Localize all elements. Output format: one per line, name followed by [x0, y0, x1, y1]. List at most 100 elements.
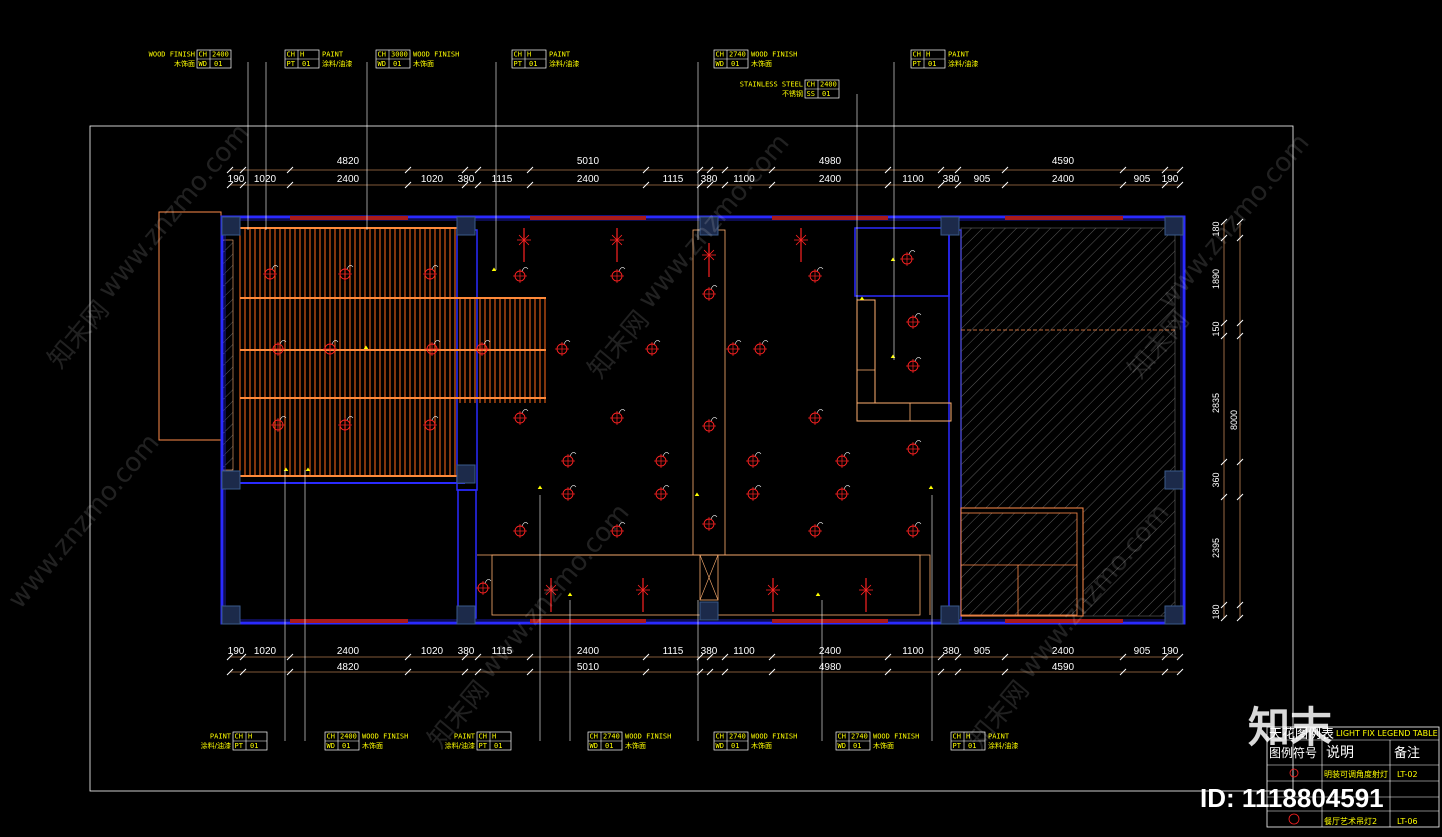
tag-text: WD: [327, 742, 335, 750]
tag-label: WOOD FINISH: [625, 733, 671, 741]
dim-tick: [1161, 653, 1169, 661]
tag-text: WD: [716, 742, 724, 750]
tag-label: WOOD FINISH: [149, 51, 195, 59]
dim-tick: [461, 166, 469, 174]
structural-column: [221, 216, 241, 236]
downlight-icon: [561, 452, 577, 468]
tag-label: WOOD FINISH: [362, 733, 408, 741]
dim-tick: [461, 181, 469, 189]
tag-text: 01: [968, 742, 976, 750]
dim-tick: [1220, 614, 1228, 622]
dims-top-total: 4820 5010 4980 4590: [337, 156, 1075, 167]
downlight-icon: [513, 522, 529, 538]
dim-text: 2400: [819, 174, 842, 185]
tag-text: PT: [514, 60, 523, 68]
dim-tick: [1119, 181, 1127, 189]
dim-text: 1020: [254, 646, 277, 657]
dim-tick: [1161, 181, 1169, 189]
dim-text: 4820: [337, 662, 360, 673]
dim-tick: [706, 166, 714, 174]
legend-note: LT-06: [1397, 817, 1418, 826]
dim-text: 1115: [663, 646, 684, 657]
tag-text: H: [926, 51, 930, 59]
dims-bottom-total: 4820 5010 4980 4590: [337, 662, 1075, 673]
dim-text: 380: [943, 174, 960, 185]
marker-icon: [859, 296, 865, 301]
structural-column: [699, 601, 719, 621]
tag-label-cn: 涂料/油漆: [201, 741, 231, 750]
dim-tick: [474, 668, 482, 676]
pendant-light-icon: [859, 578, 873, 612]
downlight-icon: [561, 485, 577, 501]
downlight-icon: [323, 340, 339, 356]
tag-label: WOOD FINISH: [873, 733, 919, 741]
dim-tick: [239, 653, 247, 661]
tag-text: 2740: [729, 51, 746, 59]
dim-text: 2400: [1052, 174, 1075, 185]
tag-text: 01: [853, 742, 861, 750]
dim-tick: [1236, 493, 1244, 501]
pendant-light-icon: [766, 578, 780, 612]
balcony-outline: [158, 211, 222, 441]
dim-tick: [1176, 653, 1184, 661]
marker-icon: [363, 345, 369, 350]
dim-tick: [226, 653, 234, 661]
dim-tick: [642, 166, 650, 174]
dim-text: 180: [1211, 604, 1221, 619]
tag-label: PAINT: [549, 51, 571, 59]
dim-tick: [461, 668, 469, 676]
dim-text: 1115: [492, 646, 513, 657]
legend-desc: 明装可调角度射灯: [1324, 769, 1388, 779]
tag-text: 01: [605, 742, 613, 750]
tag-label: WOOD FINISH: [413, 51, 459, 59]
downlight-icon: [746, 452, 762, 468]
dim-tick: [642, 668, 650, 676]
dims-top-detail: 190 1020 2400 1020 380 1115 2400 1115 38…: [228, 174, 1179, 185]
downlight-icon: [808, 409, 824, 425]
downlight-icon: [610, 409, 626, 425]
dim-text: 360: [1211, 472, 1221, 487]
wood-slat-ceiling: [239, 227, 546, 477]
dim-tick: [954, 181, 962, 189]
dim-text: 4980: [819, 662, 842, 673]
dim-tick: [954, 166, 962, 174]
dim-text: 1020: [421, 174, 444, 185]
pendant-light-icon: [610, 228, 624, 262]
downlight-icon: [513, 267, 529, 283]
sheet-frame: [89, 125, 1294, 792]
dim-tick: [226, 181, 234, 189]
dim-text: 5010: [577, 156, 600, 167]
pendant-light-icon: [517, 228, 531, 262]
dim-tick: [937, 668, 945, 676]
dim-text: 2835: [1211, 393, 1221, 413]
structural-column: [940, 605, 960, 625]
dim-text: 1100: [733, 174, 755, 185]
tag-text: SS: [807, 90, 815, 98]
dim-text: 190: [228, 174, 245, 185]
downlight-icon: [263, 265, 279, 281]
dim-tick: [768, 181, 776, 189]
dim-text: 905: [974, 174, 991, 185]
tag-text: CH: [716, 733, 724, 741]
downlight-icon: [271, 416, 287, 432]
structural-column: [699, 216, 719, 236]
downlight-icon: [423, 416, 439, 432]
pendant-light-icon: [636, 578, 650, 612]
dim-tick: [954, 668, 962, 676]
pendant-light-icon: [794, 228, 808, 262]
downlight-icon: [835, 485, 851, 501]
tag-text: 2400: [212, 51, 229, 59]
dim-text: 4820: [337, 156, 360, 167]
tag-label: STAINLESS STEEL: [740, 81, 803, 89]
tag-text: CH: [287, 51, 295, 59]
dim-tick: [461, 653, 469, 661]
dim-tick: [239, 181, 247, 189]
tag-label-cn: 木饰面: [873, 741, 894, 750]
tag-text: 2740: [851, 733, 868, 741]
tag-text: PT: [479, 742, 488, 750]
asset-id: ID: 1118804591: [1200, 783, 1384, 813]
